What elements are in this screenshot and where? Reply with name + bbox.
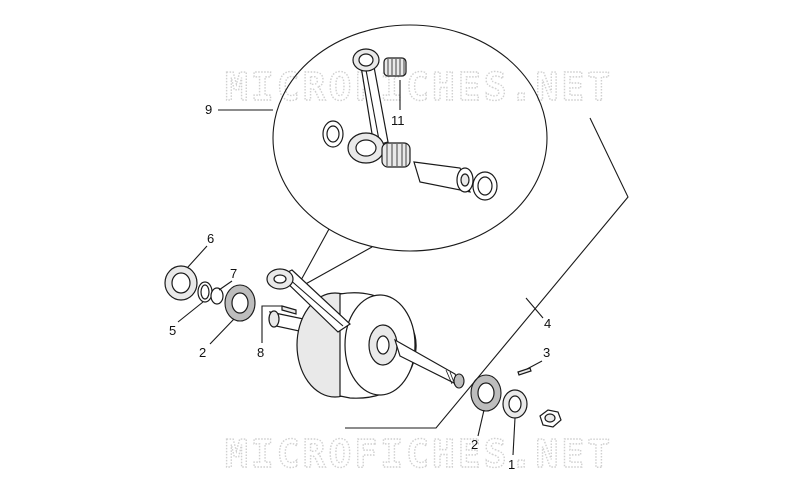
leader-2-right [477, 409, 485, 437]
leader-2-left [209, 318, 235, 345]
leader-6 [187, 245, 208, 268]
callout-8: 8 [257, 345, 264, 360]
callout-2-left: 2 [199, 345, 206, 360]
crankshaft-nut [539, 409, 562, 428]
right-oil-seal [502, 389, 528, 419]
callout-3: 3 [543, 345, 550, 360]
callout-1: 1 [508, 457, 515, 472]
leader-5 [177, 301, 204, 323]
left-oil-seal [164, 265, 198, 301]
detail-leader-right [301, 246, 373, 287]
crankshaft-assembly [266, 268, 465, 399]
big-end-needle-bearing [381, 142, 411, 168]
assembly-bracket-line [345, 117, 629, 429]
small-end-needle-bearing [383, 57, 407, 77]
crank-pin [413, 161, 474, 193]
callout-11: 11 [391, 113, 405, 128]
leader-1 [512, 417, 516, 456]
callout-2-right: 2 [471, 437, 478, 452]
left-circlip [210, 287, 224, 305]
leader-3 [526, 360, 543, 370]
detail-circle-outline [272, 24, 548, 252]
callout-7: 7 [230, 266, 237, 281]
connecting-rod-detail [347, 48, 389, 164]
callout-5: 5 [169, 323, 176, 338]
right-ball-bearing [470, 374, 502, 412]
leader-7 [218, 280, 233, 291]
left-shim-washer [197, 281, 213, 303]
watermark-bottom: MICROFICHES.NET [225, 432, 613, 476]
left-ball-bearing [224, 284, 256, 322]
leader-8 [261, 305, 282, 343]
watermark-top: MICROFICHES.NET [225, 65, 613, 109]
callout-4: 4 [544, 316, 551, 331]
detail-leader-left [299, 228, 330, 283]
callout-9: 9 [205, 102, 212, 117]
connecting-rod-detail-bubble [272, 24, 548, 287]
callout-6: 6 [207, 231, 214, 246]
right-key [517, 367, 532, 376]
crankshaft-key [281, 305, 297, 315]
leader-4 [525, 297, 544, 319]
